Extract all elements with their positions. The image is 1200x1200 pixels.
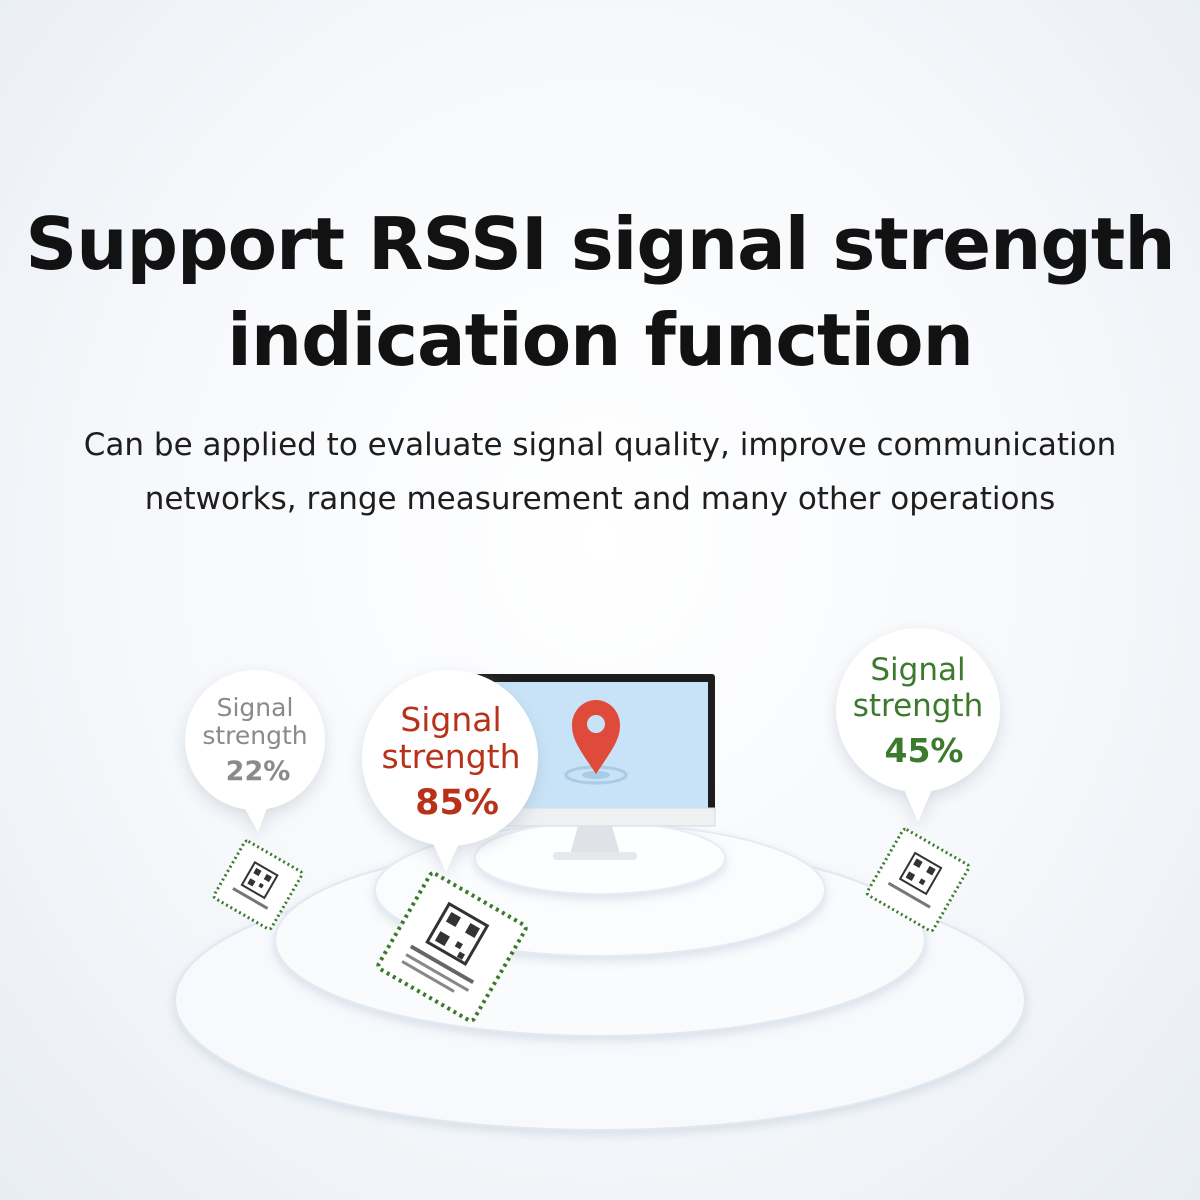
bubble-right-label-2: strength (853, 688, 984, 724)
bubble-center-label-1: Signal (400, 700, 501, 739)
signal-bubble-center (362, 670, 538, 872)
bubble-left-label-2: strength (202, 721, 307, 750)
title-line-1: Support RSSI signal strength (25, 202, 1175, 286)
bubble-right-value: 45% (885, 731, 964, 770)
page-title: Support RSSI signal strength indication … (0, 196, 1200, 388)
signal-illustration: Signal strength 22% Signal strength 85% … (174, 628, 1026, 1131)
bubble-center-value: 85% (415, 783, 499, 823)
signal-bubble-left (185, 670, 325, 832)
location-pin-icon (564, 700, 628, 785)
title-line-2: indication function (227, 298, 974, 382)
bubble-right-label-1: Signal (870, 652, 965, 688)
bubble-center-label-2: strength (382, 737, 521, 776)
wireless-module-left (212, 839, 304, 931)
wireless-module-right (865, 827, 971, 933)
subtitle: Can be applied to evaluate signal qualit… (40, 418, 1160, 526)
bubble-left-label-1: Signal (217, 693, 294, 722)
signal-bubble-right (836, 628, 1000, 822)
subtitle-line-1: Can be applied to evaluate signal qualit… (83, 427, 1117, 463)
subtitle-line-2: networks, range measurement and many oth… (144, 481, 1056, 517)
bubble-left-value: 22% (226, 756, 291, 787)
wireless-module-center (376, 871, 528, 1023)
